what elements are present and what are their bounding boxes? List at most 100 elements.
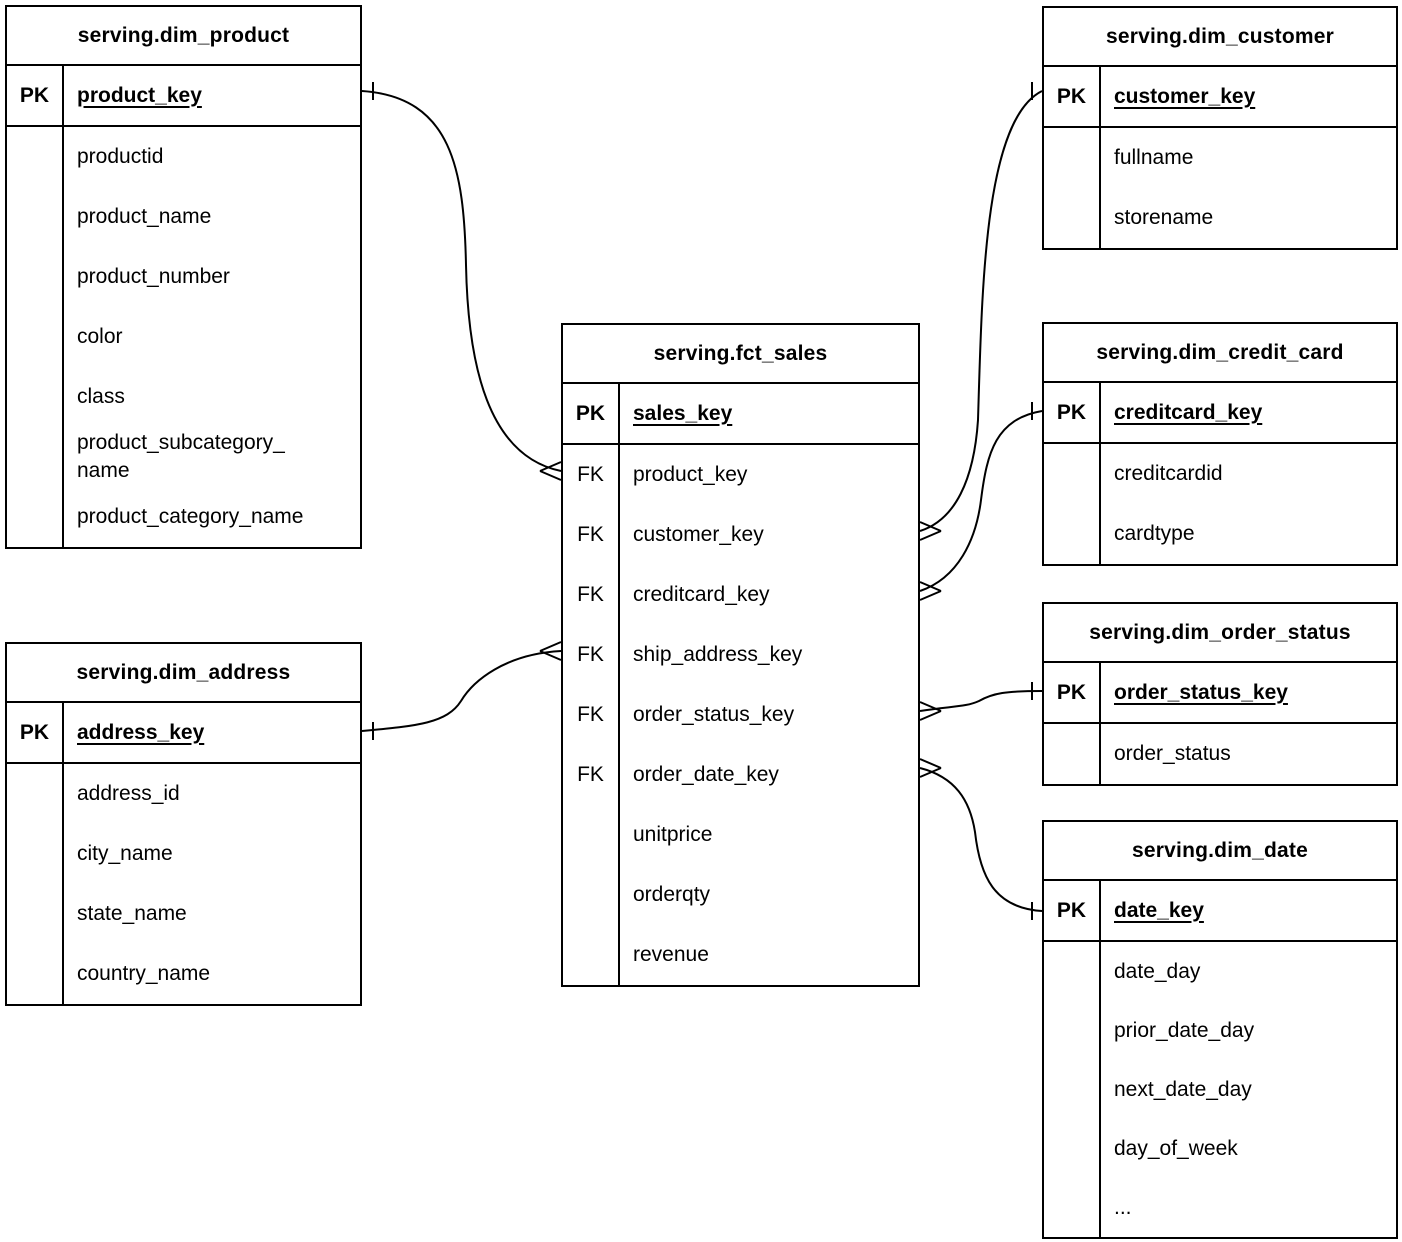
pk-row: PK creditcard_key [1044, 383, 1396, 444]
connector-line [919, 767, 1043, 912]
key-cell-empty [1044, 1060, 1101, 1119]
key-cell-empty [7, 487, 64, 547]
key-cell-empty [1044, 504, 1101, 564]
key-cell-empty [7, 884, 64, 944]
relationship-orderstatus-to-sales [919, 682, 1043, 721]
field-row: ... [1044, 1178, 1396, 1237]
key-cell-empty [1044, 1001, 1101, 1060]
field-row: class [7, 367, 360, 427]
key-cell-empty [1044, 444, 1101, 504]
field-name: creditcard_key [633, 583, 770, 606]
field-row: color [7, 307, 360, 367]
field-row: cardtype [1044, 504, 1396, 564]
field-name: product_key [633, 463, 748, 486]
relationship-date-to-sales [919, 758, 1043, 920]
key-cell-empty [1044, 1119, 1101, 1178]
entity-title: serving.dim_date [1044, 822, 1396, 881]
pk-badge: PK [563, 384, 620, 443]
field-name: product_number [77, 265, 230, 288]
field-name: revenue [633, 943, 709, 966]
connector-line [919, 690, 1043, 712]
fk-badge: FK [563, 445, 620, 505]
key-cell-empty [1044, 724, 1101, 784]
fk-badge: FK [563, 625, 620, 685]
field-row: order_status [1044, 724, 1396, 784]
crow-foot-prong [539, 461, 562, 472]
entity-title: serving.dim_order_status [1044, 604, 1396, 663]
field-name: productid [77, 145, 164, 168]
field-row: city_name [7, 824, 360, 884]
relationship-product-to-sales [361, 82, 562, 481]
connector-line [361, 90, 562, 472]
field-name: state_name [77, 902, 187, 925]
key-cell-empty [7, 187, 64, 247]
field-name: customer_key [633, 523, 764, 546]
crow-foot-prong [539, 650, 562, 661]
field-name: class [77, 385, 125, 408]
field-name: color [77, 325, 123, 348]
pk-badge: PK [7, 703, 64, 762]
crow-foot-prong [919, 581, 942, 592]
field-name: product_name [77, 205, 212, 228]
field-name: day_of_week [1114, 1136, 1238, 1160]
key-cell-empty [7, 367, 64, 427]
field-row: product_category_name [7, 487, 360, 547]
field-row: creditcardid [1044, 444, 1396, 504]
connector-line [919, 90, 1043, 532]
key-cell-empty [563, 805, 620, 865]
pk-badge: PK [1044, 663, 1101, 722]
field-name: storename [1114, 206, 1214, 229]
field-row: FK order_date_key [563, 745, 918, 805]
crow-foot-prong [919, 590, 942, 601]
field-name: city_name [77, 842, 173, 865]
pk-badge: PK [1044, 67, 1101, 126]
connector-line [361, 650, 562, 732]
crow-foot-prong [919, 530, 942, 541]
field-row: prior_date_day [1044, 1001, 1396, 1060]
crow-foot-prong [919, 701, 942, 712]
key-cell-empty [1044, 128, 1101, 188]
field-row: storename [1044, 188, 1396, 248]
pk-row: PK address_key [7, 703, 360, 764]
pk-field-name: product_key [77, 83, 202, 107]
pk-badge: PK [1044, 881, 1101, 940]
pk-badge: PK [1044, 383, 1101, 442]
field-name: product_subcategory_ name [77, 431, 285, 482]
field-name: address_id [77, 782, 180, 805]
crow-foot-prong [539, 470, 562, 481]
pk-field-name: creditcard_key [1114, 400, 1263, 424]
fk-badge: FK [563, 685, 620, 745]
key-cell-empty [1044, 942, 1101, 1001]
field-name: prior_date_day [1114, 1018, 1255, 1042]
field-name: ship_address_key [633, 643, 803, 666]
pk-field-name: address_key [77, 720, 205, 744]
pk-row: PK order_status_key [1044, 663, 1396, 724]
crow-foot-prong [539, 641, 562, 652]
field-row: unitprice [563, 805, 918, 865]
fk-badge: FK [563, 745, 620, 805]
fk-badge: FK [563, 565, 620, 625]
field-name: next_date_day [1114, 1077, 1252, 1101]
pk-field-name: order_status_key [1114, 680, 1288, 704]
relationship-customer-to-sales [919, 82, 1043, 541]
field-row: FK ship_address_key [563, 625, 918, 685]
field-name: order_date_key [633, 763, 779, 786]
key-cell-empty [7, 307, 64, 367]
field-row: country_name [7, 944, 360, 1004]
